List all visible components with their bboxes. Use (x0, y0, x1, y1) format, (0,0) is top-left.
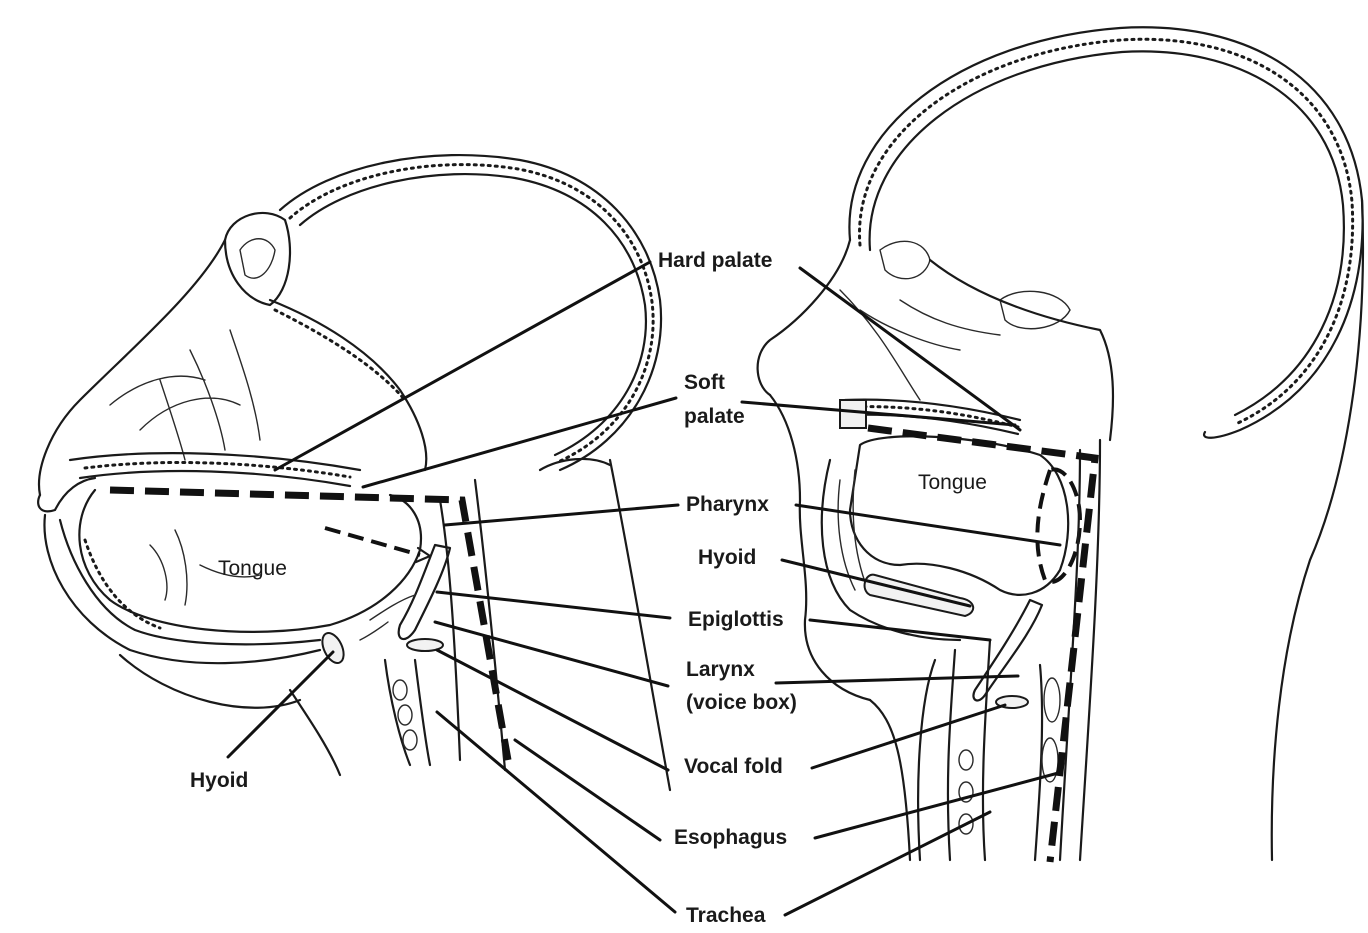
right-nasal-turbinates (840, 290, 1000, 400)
label-hard-palate: Hard palate (658, 244, 772, 278)
leader-lines (228, 262, 1062, 915)
leader-epiglottis-right (810, 620, 990, 640)
right-thyroid-outline (918, 660, 935, 860)
left-brow-ridge (225, 213, 290, 305)
left-trachea-ring-1 (393, 680, 407, 700)
leader-trachea-right (785, 812, 990, 915)
left-upper-lip (38, 478, 95, 511)
left-palate-lower (80, 471, 350, 486)
leader-hard-palate-left (275, 262, 650, 470)
left-trachea-back (415, 660, 430, 765)
leader-vocal-fold-left (437, 650, 668, 770)
left-facial-bone-dots (275, 310, 405, 400)
left-brow-sinus (240, 239, 275, 278)
right-vertebra-1 (1044, 678, 1060, 722)
left-palate-dots (85, 462, 350, 477)
leader-larynx-left (435, 622, 668, 686)
label-tongue-right: Tongue (918, 466, 987, 500)
right-trachea-ring-1 (959, 750, 973, 770)
left-neck-front (290, 690, 340, 775)
right-tongue-body (850, 436, 1068, 595)
right-upper-teeth (840, 400, 866, 428)
right-skull-outer (849, 27, 1362, 437)
label-larynx-line2: (voice box) (686, 686, 797, 720)
right-hyoid-bone (865, 575, 974, 616)
label-esophagus: Esophagus (674, 821, 787, 855)
leader-esophagus-right (815, 772, 1062, 838)
left-skull-base (540, 459, 610, 470)
label-pharynx: Pharynx (686, 488, 769, 522)
label-soft-palate-line1: Soft (684, 366, 725, 400)
label-epiglottis: Epiglottis (688, 603, 784, 637)
left-facial-bone (270, 300, 426, 470)
right-neck-back (1272, 200, 1363, 860)
right-neck-front (870, 700, 910, 860)
leader-vocal-fold-right (812, 705, 1005, 768)
left-skull-inner (300, 174, 646, 455)
right-esophagus-wall (1035, 665, 1042, 860)
label-trachea: Trachea (686, 899, 765, 933)
right-oropharynx-outline (1037, 469, 1080, 582)
label-tongue-left: Tongue (218, 552, 287, 586)
right-frontal-sinus (880, 241, 930, 278)
right-head-drawing (758, 27, 1363, 862)
right-epiglottis (973, 600, 1042, 700)
left-face-profile (39, 240, 225, 495)
left-food-path (325, 528, 420, 555)
label-vocal-fold: Vocal fold (684, 750, 783, 784)
leader-hyoid-left (228, 652, 333, 757)
left-aryepiglottic (360, 595, 415, 640)
label-larynx-line1: Larynx (686, 653, 755, 687)
right-sphenoid-sinus (1000, 291, 1070, 328)
leader-trachea-left (437, 712, 675, 912)
left-head-drawing (38, 155, 670, 790)
left-trachea-ring-3 (403, 730, 417, 750)
left-palate-upper (70, 453, 360, 470)
left-skull-diploe (290, 165, 653, 462)
right-skull-inner (870, 51, 1344, 415)
leader-hard-palate-right (800, 268, 1020, 430)
left-trachea-ring-2 (398, 705, 412, 725)
leader-pharynx-right (796, 505, 1060, 545)
label-hyoid-left: Hyoid (190, 764, 248, 798)
label-hyoid-center: Hyoid (698, 541, 756, 575)
leader-soft-palate-left (363, 398, 676, 487)
right-face-profile (770, 395, 870, 700)
right-prevertebral (1080, 440, 1100, 860)
label-soft-palate-line2: palate (684, 400, 745, 434)
